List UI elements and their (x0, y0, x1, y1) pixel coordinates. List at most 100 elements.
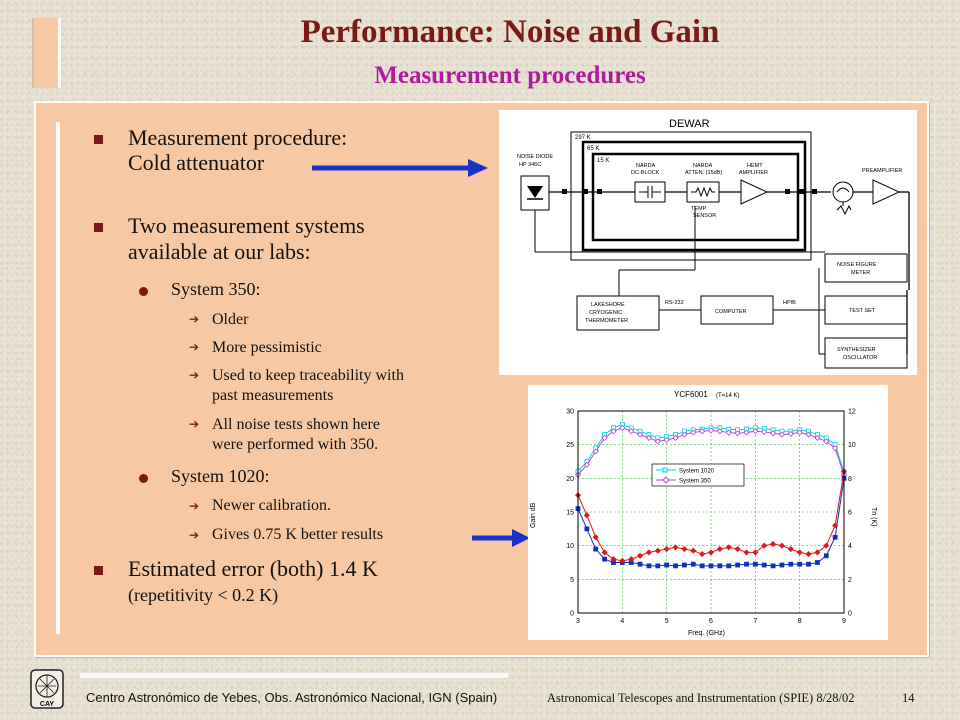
test-set-label: TEST SET (849, 308, 876, 314)
legend-system-1020: System 1020 (679, 469, 715, 475)
data-point (593, 546, 599, 552)
slide-title: Performance: Noise and Gain (300, 14, 720, 50)
s350-item-traceability: Used to keep traceability with (212, 367, 404, 384)
hemt-label: HEMT (747, 163, 763, 169)
data-point (610, 428, 617, 435)
narda-dc-label: NARDA (636, 163, 656, 169)
data-point (832, 444, 839, 452)
data-point (673, 563, 678, 569)
data-point (628, 556, 635, 563)
arrow-bullet-icon: ➔ (189, 312, 200, 326)
data-point (761, 542, 768, 549)
data-point (681, 431, 688, 438)
system-350-label: System 350: (171, 279, 261, 299)
data-point (619, 557, 626, 564)
data-point (787, 545, 794, 553)
data-point (823, 438, 830, 445)
data-point (681, 545, 688, 553)
data-point (734, 430, 741, 437)
diode-icon (527, 186, 543, 198)
s350-item-noise-tests-cont: were performed with 350. (212, 436, 379, 453)
data-point (664, 562, 670, 568)
legend-system-350: System 350 (679, 479, 711, 485)
rs232-label: RS-232 (665, 300, 684, 306)
data-point (699, 563, 705, 569)
accent-bar (32, 18, 61, 88)
y-right-tick-label: 10 (848, 442, 856, 449)
data-point (592, 534, 599, 541)
data-point (725, 429, 732, 436)
data-point (761, 562, 767, 568)
data-point (788, 561, 794, 567)
bullet-two-systems-cont: available at our labs: (128, 239, 311, 264)
y-axis-right-label: Tn (K) (870, 507, 877, 526)
s350-item-pessimistic: More pessimistic (212, 339, 322, 356)
data-point (752, 561, 758, 567)
s350-item-older: Older (212, 311, 249, 328)
y-right-tick-label: 8 (848, 476, 852, 483)
lakeshore-cryo-label: CRYOGENIC (589, 310, 622, 316)
data-point (707, 427, 715, 434)
x-tick-label: 9 (842, 618, 846, 625)
footer-institution: Centro Astronómico de Yebes, Obs. Astron… (86, 690, 498, 705)
data-point (628, 428, 635, 435)
data-point (770, 540, 777, 548)
data-point (743, 429, 750, 436)
temp-297k-label: 297 K (575, 135, 591, 141)
square-bullet-icon (94, 223, 103, 232)
x-tick-label: 7 (753, 618, 757, 625)
arrow-bullet-icon: ➔ (189, 340, 200, 354)
data-point (770, 563, 776, 569)
noise-meter-label: NOISE FIGURE (837, 262, 877, 268)
synth-label-cont: OSCILLATOR (843, 355, 877, 361)
noise-diode-model: HP 346C (519, 162, 541, 168)
data-point (797, 561, 803, 567)
data-point (716, 428, 723, 435)
y-right-tick-label: 12 (848, 409, 856, 416)
system-1020-label: System 1020: (171, 466, 270, 486)
data-point (663, 436, 670, 444)
noise-diode-label: NOISE DIODE (517, 154, 553, 160)
data-point (654, 438, 661, 445)
y-right-tick-label: 6 (848, 510, 852, 517)
data-point (672, 434, 679, 441)
data-point (707, 549, 715, 556)
square-bullet-icon (94, 566, 103, 575)
data-point (672, 544, 679, 551)
data-point (708, 563, 714, 569)
data-point (637, 552, 644, 559)
data-point (761, 428, 768, 435)
data-point (744, 561, 749, 567)
data-point (778, 431, 785, 438)
arrow-bullet-icon: ➔ (189, 417, 200, 431)
x-axis-label: Freq. (GHz) (688, 630, 725, 637)
data-point (583, 461, 590, 468)
data-point (584, 526, 590, 532)
narda-atten-label: ATTEN. (15dB) (685, 170, 722, 176)
arrow-bullet-icon: ➔ (189, 368, 200, 382)
dewar-label: DEWAR (669, 118, 710, 130)
x-tick-label: 4 (620, 618, 624, 625)
y-left-tick-label: 5 (570, 577, 574, 584)
temp-sensor-label: TEMP. (691, 206, 708, 212)
bullet-estimated-error: Estimated error (both) 1.4 K (128, 556, 378, 581)
square-bullet-icon (94, 135, 103, 144)
temp-15k-label: 15 K (597, 158, 609, 164)
y-left-tick-label: 15 (566, 510, 574, 517)
data-point (805, 431, 812, 438)
data-point (725, 544, 732, 551)
chart-title: YCF6001 (674, 390, 708, 399)
bullet-cold-attenuator: Cold attenuator (128, 150, 265, 175)
data-point (734, 545, 741, 553)
data-point (645, 434, 652, 441)
s350-item-traceability-cont: past measurements (212, 387, 334, 404)
data-point (690, 429, 697, 436)
footer-conference: Astronomical Telescopes and Instrumentat… (547, 691, 855, 705)
data-point (699, 551, 706, 558)
y-right-tick-label: 0 (848, 611, 852, 618)
data-point (619, 424, 626, 431)
data-point (832, 522, 839, 529)
left-rule (56, 122, 60, 634)
y-right-tick-label: 4 (848, 543, 852, 550)
